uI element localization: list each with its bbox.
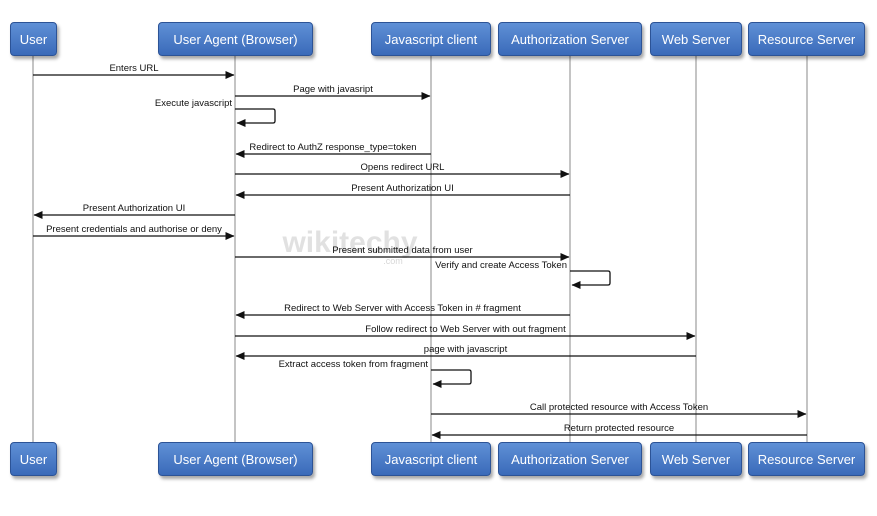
self-message-arrow — [570, 270, 611, 289]
actor-box-web-bottom: Web Server — [650, 442, 742, 476]
actor-box-resource-top: Resource Server — [748, 22, 865, 56]
self-message-arrow — [431, 369, 472, 388]
watermark-subtext: .com — [383, 256, 403, 266]
message-5: Opens redirect URL — [235, 162, 570, 178]
message-label: Present credentials and authorise or den… — [46, 224, 222, 235]
message-7: Present Authorization UI — [33, 203, 235, 219]
self-message-arrow — [235, 108, 276, 127]
message-label: Verify and create Access Token — [435, 260, 567, 271]
actor-box-user-bottom: User — [10, 442, 57, 476]
message-label: Present submitted data from user — [332, 245, 472, 256]
actor-box-jsclient-top: Javascript client — [371, 22, 491, 56]
actor-box-browser-bottom: User Agent (Browser) — [158, 442, 313, 476]
message-11: Redirect to Web Server with Access Token… — [235, 303, 570, 319]
lifelines — [32, 56, 808, 442]
message-2: Page with javasript — [235, 84, 431, 100]
message-label: Execute javascript — [155, 98, 232, 109]
watermark: wikitechy .com — [281, 226, 417, 266]
message-8: Present credentials and authorise or den… — [33, 224, 235, 240]
actor-box-web-top: Web Server — [650, 22, 742, 56]
actor-box-authz-top: Authorization Server — [498, 22, 642, 56]
actor-box-user-top: User — [10, 22, 57, 56]
actor-box-resource-bottom: Resource Server — [748, 442, 865, 476]
message-label: Present Authorization UI — [83, 203, 185, 214]
message-label: Opens redirect URL — [361, 162, 445, 173]
message-label: Present Authorization UI — [351, 183, 453, 194]
message-4: Redirect to AuthZ response_type=token — [235, 142, 431, 158]
message-label: Extract access token from fragment — [279, 359, 429, 370]
message-9: Present submitted data from user — [235, 245, 570, 261]
message-1: Enters URL — [33, 63, 235, 79]
message-10: Verify and create Access Token — [435, 260, 611, 289]
message-15: Call protected resource with Access Toke… — [431, 402, 807, 418]
watermark-text: wikitechy — [281, 226, 417, 259]
message-16: Return protected resource — [431, 423, 807, 439]
actor-box-authz-bottom: Authorization Server — [498, 442, 642, 476]
message-label: Page with javasript — [293, 84, 373, 95]
message-label: Redirect to AuthZ response_type=token — [249, 142, 416, 153]
message-label: Follow redirect to Web Server with out f… — [365, 324, 566, 335]
actor-box-browser-top: User Agent (Browser) — [158, 22, 313, 56]
message-label: page with javascript — [424, 344, 508, 355]
message-6: Present Authorization UI — [235, 183, 570, 199]
message-14: Extract access token from fragment — [279, 359, 472, 388]
message-3: Execute javascript — [155, 98, 276, 127]
actor-box-jsclient-bottom: Javascript client — [371, 442, 491, 476]
message-label: Call protected resource with Access Toke… — [530, 402, 708, 413]
message-13: page with javascript — [235, 344, 696, 360]
message-12: Follow redirect to Web Server with out f… — [235, 324, 696, 340]
message-label: Redirect to Web Server with Access Token… — [284, 303, 521, 314]
message-label: Return protected resource — [564, 423, 674, 434]
message-label: Enters URL — [109, 63, 158, 74]
